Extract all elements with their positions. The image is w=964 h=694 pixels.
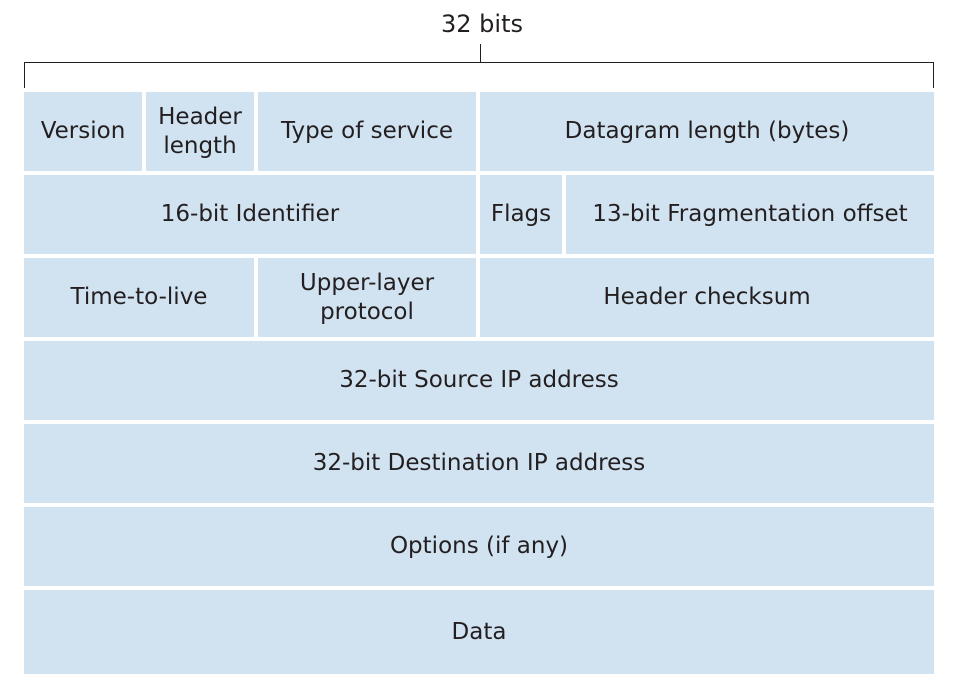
row-4: 32-bit Source IP address — [24, 341, 934, 420]
row-3: Time-to-live Upper-layer protocol Header… — [24, 258, 934, 337]
field-datagram-length: Datagram length (bytes) — [480, 92, 934, 171]
field-label: Data — [451, 618, 507, 645]
bracket-tick — [480, 44, 481, 62]
field-version: Version — [24, 92, 142, 171]
field-source-ip: 32-bit Source IP address — [24, 341, 934, 420]
field-header-length: Header length — [146, 92, 254, 171]
row-1: Version Header length Type of service Da… — [24, 92, 934, 171]
field-data: Data — [24, 590, 934, 674]
field-options: Options (if any) — [24, 507, 934, 586]
field-label: Version — [40, 118, 126, 145]
field-label: Upper-layer protocol — [299, 269, 435, 325]
field-label: Options (if any) — [389, 533, 569, 560]
field-label: Header length — [158, 103, 242, 159]
row-2: 16-bit Identifier Flags 13-bit Fragmenta… — [24, 175, 934, 254]
row-6: Options (if any) — [24, 507, 934, 586]
ip-datagram-format: Version Header length Type of service Da… — [24, 92, 934, 674]
width-bracket — [24, 62, 934, 88]
field-label: 32-bit Destination IP address — [312, 450, 646, 477]
field-label: Flags — [490, 201, 552, 228]
row-5: 32-bit Destination IP address — [24, 424, 934, 503]
field-label: Header checksum — [603, 284, 811, 311]
field-label: Type of service — [280, 118, 453, 145]
field-header-checksum: Header checksum — [480, 258, 934, 337]
field-label: 32-bit Source IP address — [339, 367, 619, 394]
field-label: Time-to-live — [70, 284, 208, 311]
field-identifier: 16-bit Identifier — [24, 175, 476, 254]
field-fragmentation-offset: 13-bit Fragmentation offset — [566, 175, 934, 254]
row-7: Data — [24, 590, 934, 674]
field-label: 16-bit Identifier — [160, 201, 340, 228]
width-label: 32 bits — [441, 10, 523, 38]
field-type-of-service: Type of service — [258, 92, 476, 171]
field-label: Datagram length (bytes) — [564, 118, 850, 145]
field-time-to-live: Time-to-live — [24, 258, 254, 337]
field-upper-layer-protocol: Upper-layer protocol — [258, 258, 476, 337]
field-destination-ip: 32-bit Destination IP address — [24, 424, 934, 503]
field-flags: Flags — [480, 175, 562, 254]
field-label: 13-bit Fragmentation offset — [592, 201, 908, 228]
